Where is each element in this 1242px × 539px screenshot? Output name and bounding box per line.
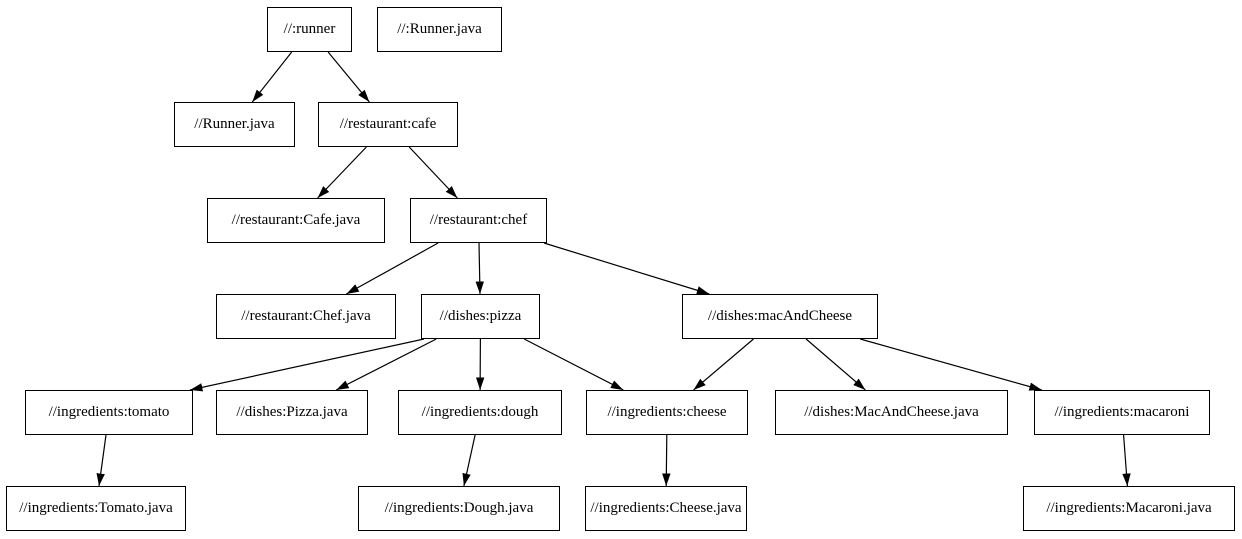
node-mac-and-cheese-java: //dishes:MacAndCheese.java [775,390,1008,435]
node-cheese-java: //ingredients:Cheese.java [585,486,747,531]
edge-macaroni-to-macaroni-java [1122,434,1131,487]
node-cheese: //ingredients:cheese [586,390,748,435]
edge-tomato-to-tomato-java [96,434,107,487]
edge-cafe-to-cafe-java [317,146,367,199]
node-dough-java: //ingredients:Dough.java [358,486,560,531]
edge-cheese-to-cheese-java [662,434,671,487]
node-root-runner-java: //:Runner.java [377,7,502,52]
edge-chef-to-pizza [475,242,484,295]
node-runner: //:runner [267,7,352,52]
node-mac-and-cheese: //dishes:macAndCheese [682,294,878,339]
node-tomato-java: //ingredients:Tomato.java [6,486,186,531]
edge-pizza-to-tomato [189,338,425,392]
edge-mac-and-cheese-to-mac-and-cheese-java [805,338,866,391]
edge-runner-to-runner-java [251,51,293,103]
node-macaroni: //ingredients:macaroni [1034,390,1210,435]
edge-pizza-to-cheese [523,338,624,391]
node-dough: //ingredients:dough [398,390,562,435]
edge-dough-to-dough-java [462,434,476,487]
node-chef: //restaurant:chef [410,198,547,243]
edge-chef-to-chef-java [346,242,439,295]
node-cafe-java: //restaurant:Cafe.java [207,198,385,243]
edge-chef-to-mac-and-cheese [543,242,710,295]
node-cafe: //restaurant:cafe [318,102,458,147]
edge-cafe-to-chef [408,146,458,199]
edge-runner-to-cafe [327,51,370,103]
node-chef-java: //restaurant:Chef.java [216,294,396,339]
node-pizza: //dishes:pizza [421,294,540,339]
node-pizza-java: //dishes:Pizza.java [216,390,368,435]
edge-mac-and-cheese-to-cheese [693,338,754,391]
edge-pizza-to-pizza-java [335,338,437,391]
node-tomato: //ingredients:tomato [25,390,193,435]
node-runner-java: //Runner.java [174,102,295,147]
node-macaroni-java: //ingredients:Macaroni.java [1023,486,1235,531]
edge-mac-and-cheese-to-macaroni [860,338,1042,391]
